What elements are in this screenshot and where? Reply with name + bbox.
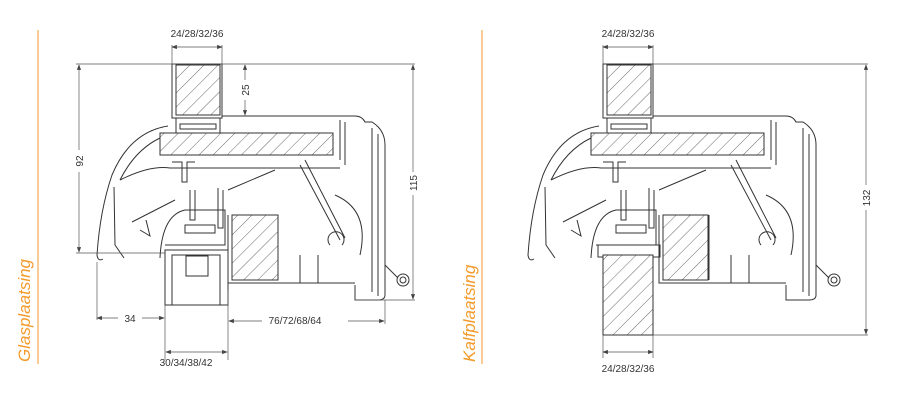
dim-bottom-width: 24/28/32/36 bbox=[602, 364, 655, 375]
section-label-kalfplaatsing: Kalfplaatsing bbox=[460, 264, 479, 362]
dim-height-115: 115 bbox=[409, 175, 420, 191]
dim-right-bottom: 76/72/68/64 bbox=[269, 316, 322, 327]
dim-top-width: 24/28/32/36 bbox=[171, 29, 224, 40]
dim-left-34: 34 bbox=[124, 314, 136, 325]
left-drawing: Glasplaatsing 24/28/32/36 92 25 115 34 7… bbox=[15, 29, 420, 369]
lower-panel bbox=[602, 254, 654, 336]
right-drawing: Kalfplaatsing 24/28/32/36 132 24/28/32/3… bbox=[460, 29, 873, 375]
lower-glass bbox=[662, 214, 709, 281]
lower-glass bbox=[231, 214, 279, 281]
dim-bottom-width: 30/34/38/42 bbox=[160, 358, 213, 369]
bottom-glazing-box bbox=[164, 249, 229, 306]
dim-height-132: 132 bbox=[862, 189, 873, 206]
dim-top-width: 24/28/32/36 bbox=[602, 29, 655, 40]
section-label-glasplaatsing: Glasplaatsing bbox=[15, 258, 34, 362]
dim-top-glass-25: 25 bbox=[241, 84, 252, 96]
dim-height-92: 92 bbox=[75, 155, 86, 167]
